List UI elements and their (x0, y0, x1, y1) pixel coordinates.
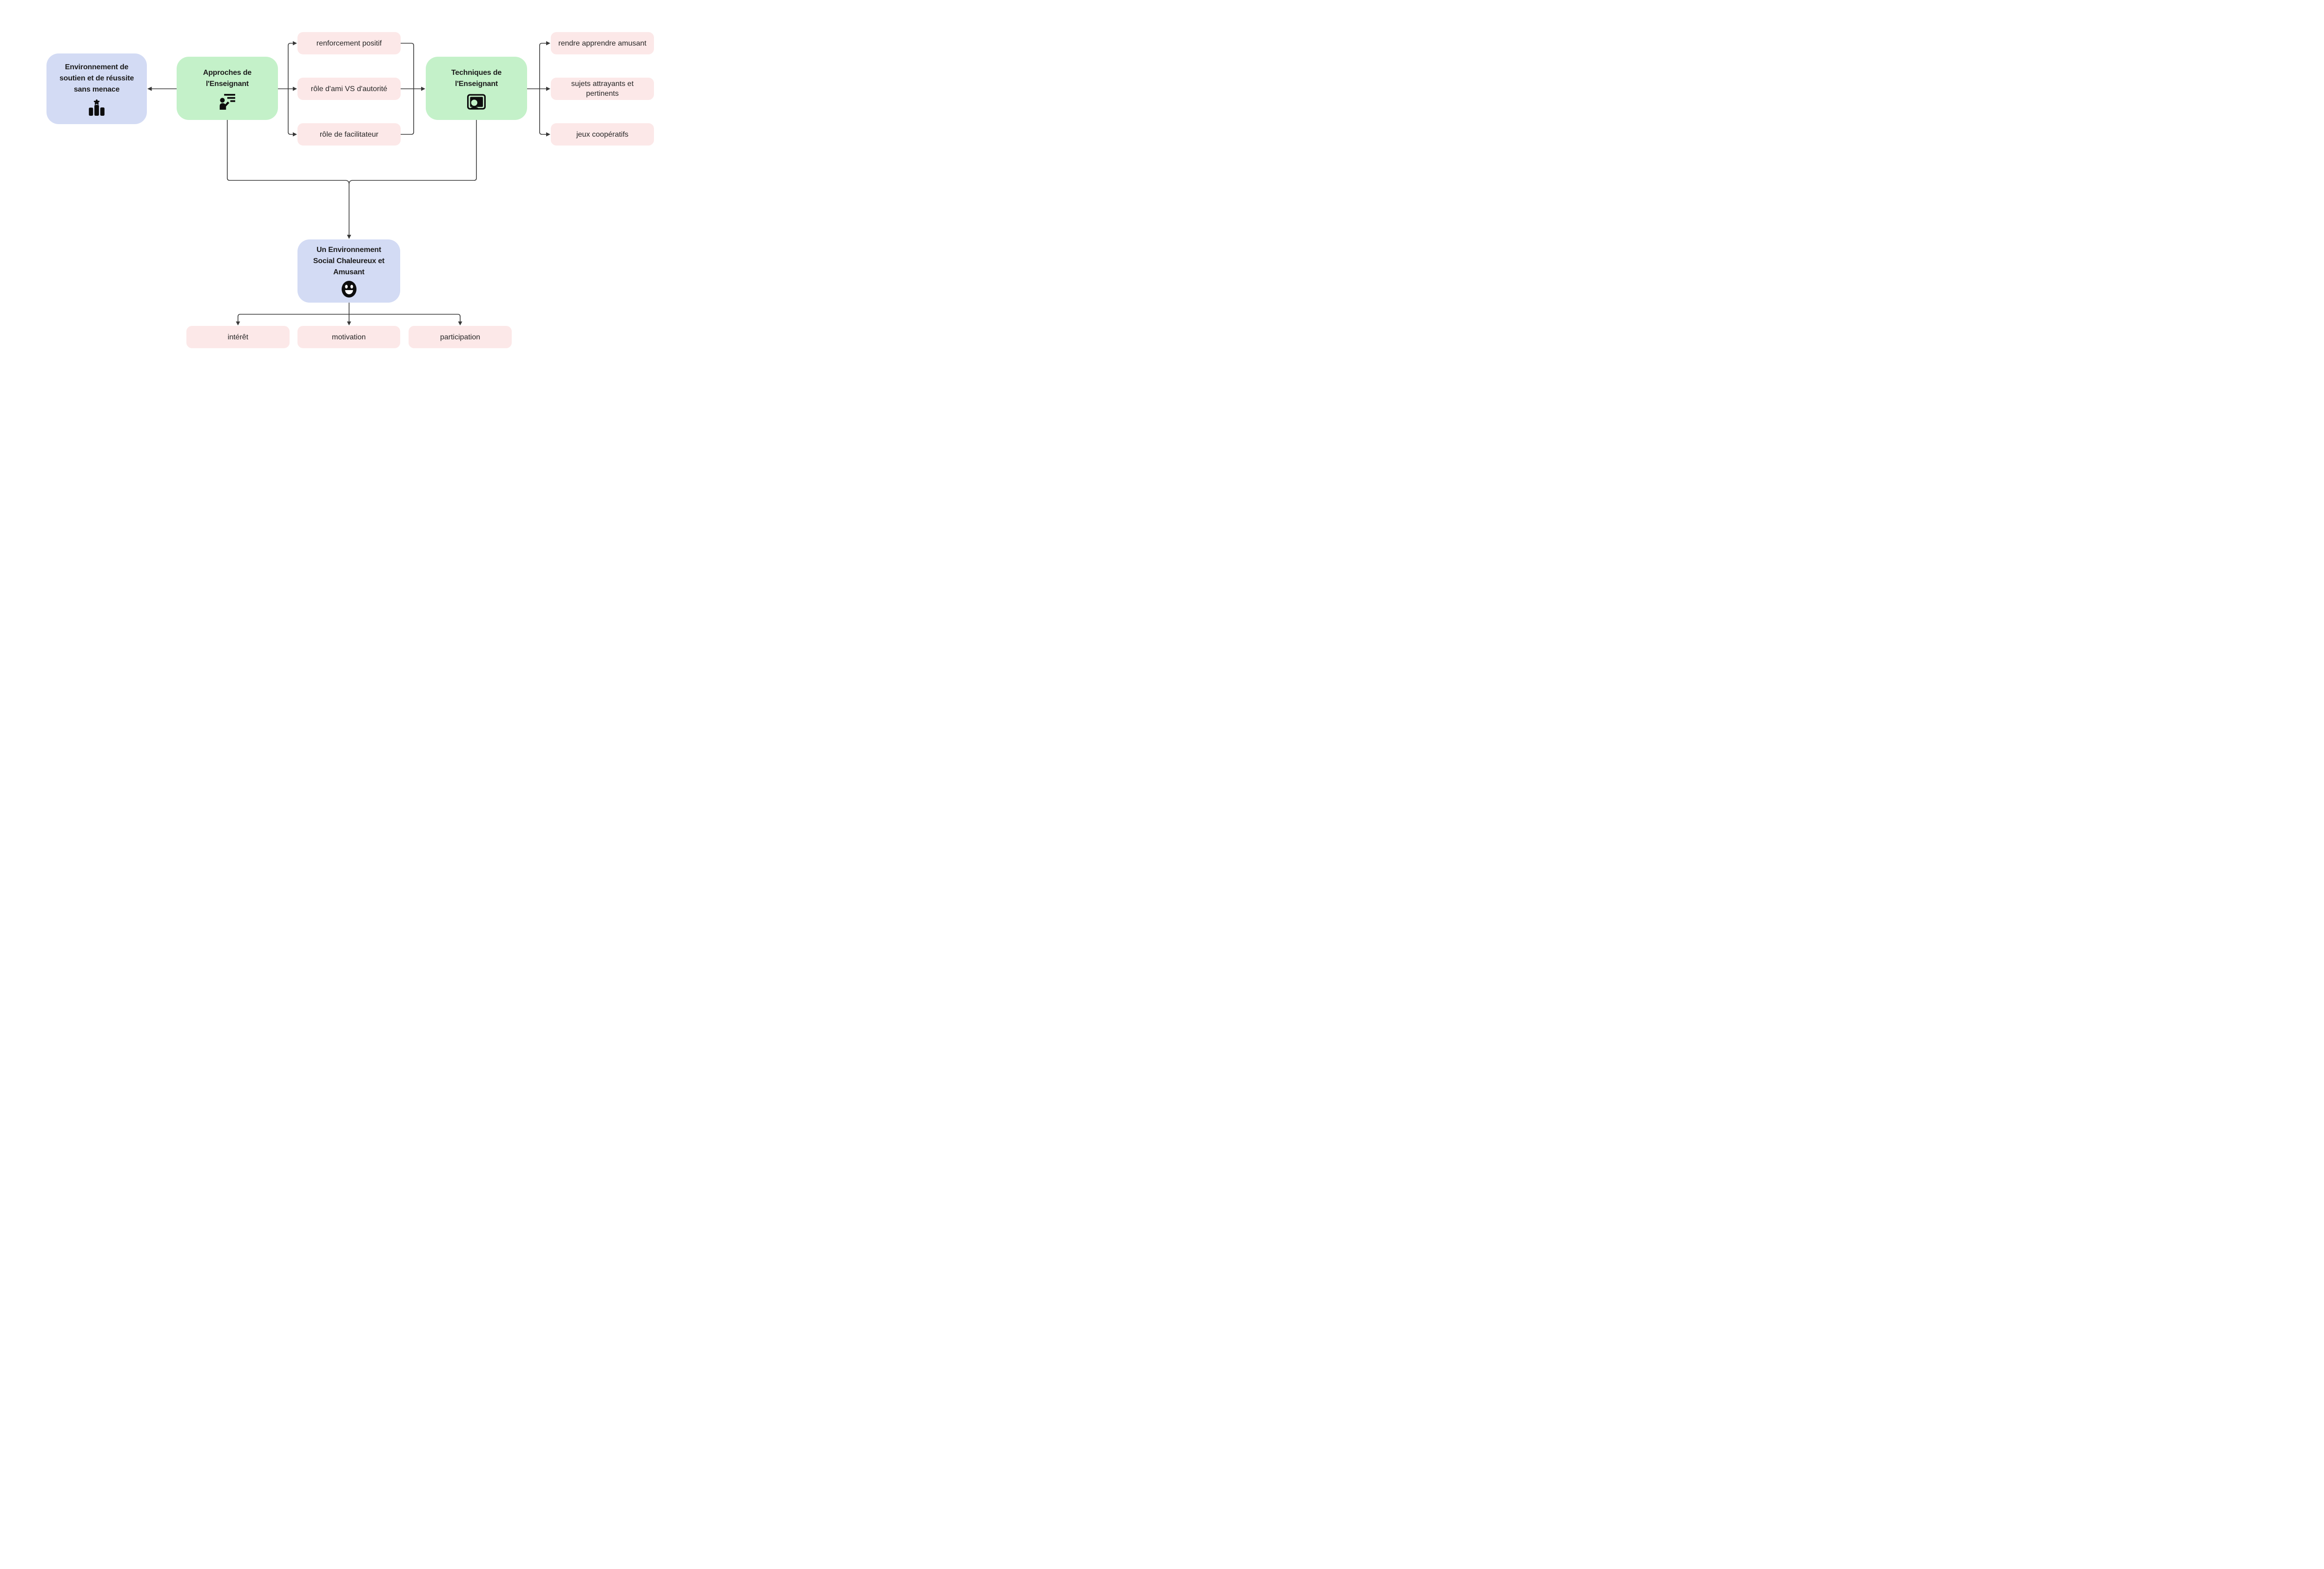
portrait-frame-icon (467, 93, 486, 110)
node-label: rôle d'ami VS d'autorité (310, 85, 388, 93)
arrowhead-down-icon (347, 321, 351, 325)
title-line: Approches de (203, 68, 252, 77)
node-environnement-soutien[interactable]: Environnement de soutien et de réussite … (46, 53, 147, 124)
title-line: soutien et de réussite (59, 74, 134, 82)
title-line: l'Enseignant (205, 79, 249, 88)
node-role-ami-vs-autorite[interactable]: rôle d'ami VS d'autorité (297, 78, 401, 100)
node-title: Techniques de l'Enseignant (451, 67, 502, 90)
title-line: Social Chaleureux et (313, 257, 385, 265)
node-participation[interactable]: participation (409, 326, 512, 348)
arrowhead-down-icon (458, 321, 462, 325)
title-line: Un Environnement (316, 245, 382, 254)
connector-social-spread (238, 314, 461, 323)
node-rendre-apprendre-amusant[interactable]: rendre apprendre amusant (551, 32, 654, 54)
arrowhead-down-icon (236, 321, 240, 325)
label-line: pertinents (586, 90, 619, 98)
arrowhead-down-icon (347, 235, 351, 239)
podium-star-icon (89, 99, 105, 116)
node-label: motivation (332, 333, 366, 341)
node-label: renforcement positif (316, 39, 382, 47)
person-presenting-icon (219, 93, 235, 110)
arrowhead-right-icon (546, 41, 550, 46)
diagram-canvas: Environnement de soutien et de réussite … (0, 0, 697, 392)
title-line: Techniques de (451, 68, 502, 77)
node-label: intérêt (227, 333, 249, 341)
arrowhead-right-icon (293, 41, 297, 46)
arrowhead-right-icon (293, 132, 297, 137)
title-line: Amusant (333, 268, 365, 276)
arrowhead-right-icon (293, 86, 297, 91)
arrowhead-right-icon (421, 86, 425, 91)
node-label: jeux coopératifs (576, 130, 629, 139)
node-jeux-cooperatifs[interactable]: jeux coopératifs (551, 123, 654, 146)
node-role-facilitateur[interactable]: rôle de facilitateur (297, 123, 401, 146)
node-title: Environnement de soutien et de réussite … (59, 62, 134, 95)
title-line: Environnement de (65, 63, 129, 71)
arrowhead-right-icon (546, 86, 550, 91)
node-environnement-social[interactable]: Un Environnement Social Chaleureux et Am… (297, 239, 400, 303)
label-line: sujets attrayants et (571, 80, 634, 88)
title-line: l'Enseignant (455, 79, 498, 88)
node-motivation[interactable]: motivation (297, 326, 400, 348)
node-sujets-attrayants[interactable]: sujets attrayants et pertinents (551, 78, 654, 100)
node-label: sujets attrayants et pertinents (571, 79, 634, 99)
node-approches-enseignant[interactable]: Approches de l'Enseignant (177, 57, 278, 120)
connector-techniques-down (349, 119, 477, 184)
connector-approches-to-renforcement (288, 43, 294, 89)
connector-approches-down (227, 119, 350, 184)
smiley-icon (341, 280, 357, 298)
connector-techniques-to-rendre (539, 43, 547, 89)
node-title: Approches de l'Enseignant (203, 67, 251, 90)
arrowhead-right-icon (546, 132, 550, 137)
node-label: rôle de facilitateur (319, 130, 379, 139)
node-label: participation (440, 333, 481, 341)
arrowhead-left-icon (147, 86, 152, 91)
node-renforcement-positif[interactable]: renforcement positif (297, 32, 401, 54)
connector-techniques-to-jeux (539, 88, 547, 135)
node-label: rendre apprendre amusant (558, 39, 647, 47)
node-techniques-enseignant[interactable]: Techniques de l'Enseignant (426, 57, 527, 120)
connector-approches-to-facilitateur (288, 88, 294, 135)
connector-layer (147, 41, 550, 325)
node-title: Un Environnement Social Chaleureux et Am… (313, 245, 385, 278)
node-interet[interactable]: intérêt (186, 326, 290, 348)
title-line: sans menace (73, 86, 120, 93)
